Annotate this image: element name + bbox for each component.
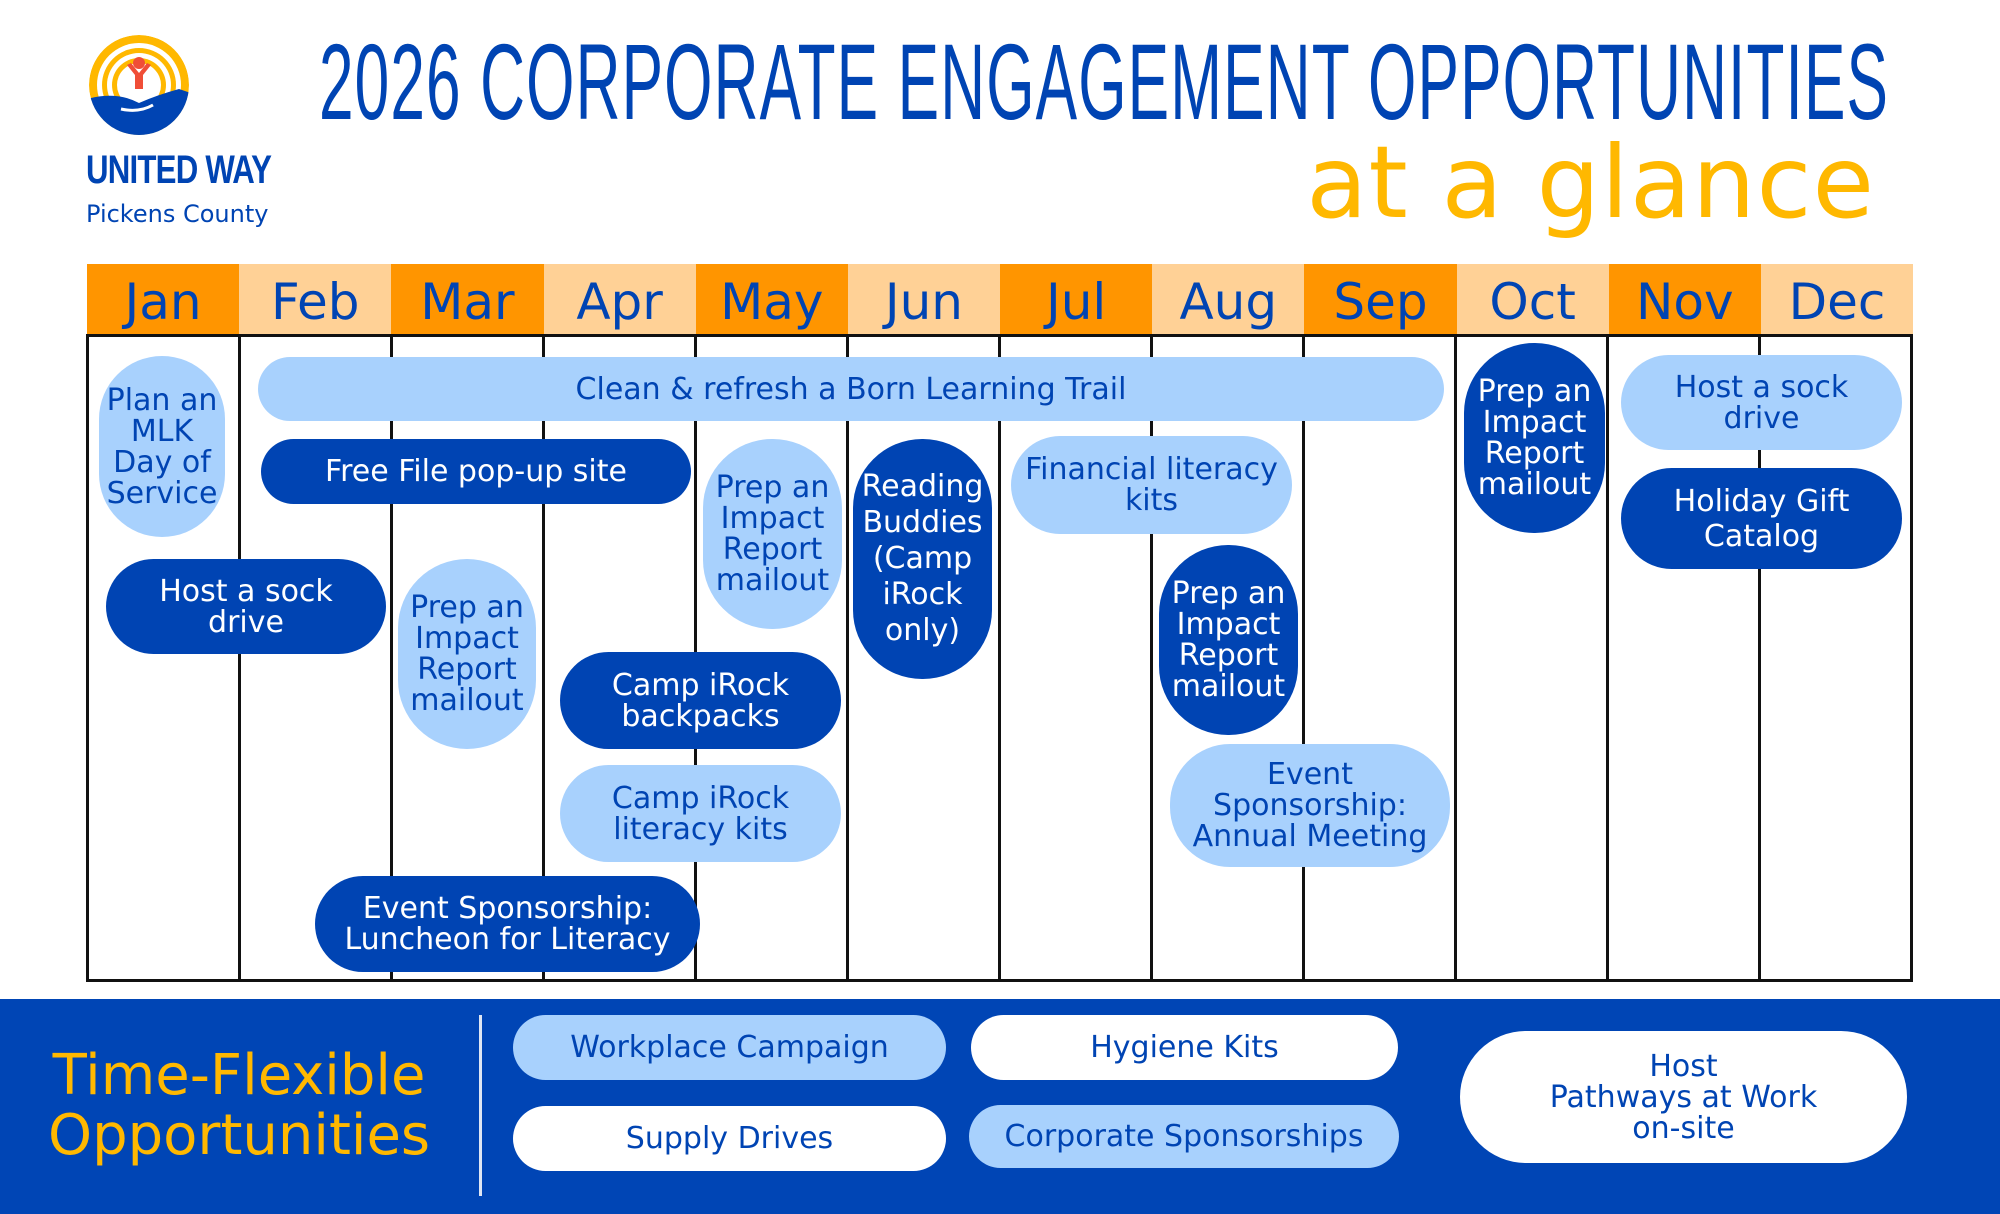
month-may: May — [695, 264, 848, 336]
month-apr: Apr — [543, 264, 696, 336]
month-jul: Jul — [1000, 264, 1153, 336]
page-title: 2026 CORPORATE ENGAGEMENT OPPORTUNITIES — [319, 21, 1890, 142]
pill-holiday-gift-catalog[interactable]: Holiday Gift Catalog — [1621, 468, 1902, 569]
grid-column — [849, 337, 1001, 979]
pill-host-sock-drive-jan[interactable]: Host a sock drive — [106, 559, 386, 654]
pill-camp-irock-literacy-kits[interactable]: Camp iRock literacy kits — [560, 765, 841, 862]
month-mar: Mar — [391, 264, 544, 336]
pill-event-luncheon-for-literacy[interactable]: Event Sponsorship: Luncheon for Literacy — [315, 876, 700, 972]
pill-reading-buddies[interactable]: Reading Buddies (Camp iRock only) — [853, 439, 992, 679]
grid-column — [1609, 337, 1761, 979]
month-sep: Sep — [1304, 264, 1457, 336]
grid-column — [1153, 337, 1305, 979]
pill-host-pathways-at-work[interactable]: Host Pathways at Work on-site — [1460, 1031, 1907, 1163]
month-aug: Aug — [1152, 264, 1305, 336]
month-nov: Nov — [1608, 264, 1761, 336]
brand-subname: Pickens County — [86, 200, 269, 228]
grid-column — [1001, 337, 1153, 979]
month-dec: Dec — [1760, 264, 1914, 336]
pill-financial-literacy-kits[interactable]: Financial literacy kits — [1011, 436, 1292, 534]
month-oct: Oct — [1456, 264, 1609, 336]
pill-free-file-popup[interactable]: Free File pop-up site — [261, 439, 691, 504]
pill-mlk-day-of-service[interactable]: Plan an MLK Day of Service — [99, 356, 225, 537]
month-feb: Feb — [239, 264, 392, 336]
brand-name: UNITED WAY — [86, 148, 272, 192]
month-jan: Jan — [87, 264, 240, 336]
time-flexible-title: Time-Flexible Opportunities — [48, 1043, 431, 1168]
united-way-logo — [87, 33, 191, 137]
pill-camp-irock-backpacks[interactable]: Camp iRock backpacks — [560, 652, 841, 749]
month-header-row: Jan Feb Mar Apr May Jun Jul Aug Sep Oct … — [87, 264, 1914, 336]
grid-column — [697, 337, 849, 979]
grid-column — [1457, 337, 1609, 979]
pill-impact-report-aug[interactable]: Prep an Impact Report mailout — [1159, 545, 1298, 735]
grid-column — [393, 337, 545, 979]
pill-corporate-sponsorships[interactable]: Corporate Sponsorships — [969, 1105, 1399, 1168]
pill-supply-drives[interactable]: Supply Drives — [513, 1106, 946, 1171]
hand-rainbow-icon — [89, 35, 189, 135]
grid-column — [241, 337, 393, 979]
pill-born-learning-trail[interactable]: Clean & refresh a Born Learning Trail — [258, 357, 1444, 421]
pill-impact-report-may[interactable]: Prep an Impact Report mailout — [703, 439, 842, 629]
pill-event-annual-meeting[interactable]: Event Sponsorship: Annual Meeting — [1170, 744, 1450, 867]
grid-column — [89, 337, 241, 979]
page-subtitle: at a glance — [1306, 124, 1875, 241]
band-divider — [479, 1015, 482, 1196]
pill-hygiene-kits[interactable]: Hygiene Kits — [971, 1015, 1398, 1080]
grid-column — [1305, 337, 1457, 979]
pill-host-sock-drive-nov[interactable]: Host a sock drive — [1621, 355, 1902, 450]
pill-impact-report-oct[interactable]: Prep an Impact Report mailout — [1464, 343, 1605, 533]
month-jun: Jun — [847, 264, 1001, 336]
pill-impact-report-mar[interactable]: Prep an Impact Report mailout — [398, 559, 536, 749]
pill-workplace-campaign[interactable]: Workplace Campaign — [513, 1015, 946, 1080]
